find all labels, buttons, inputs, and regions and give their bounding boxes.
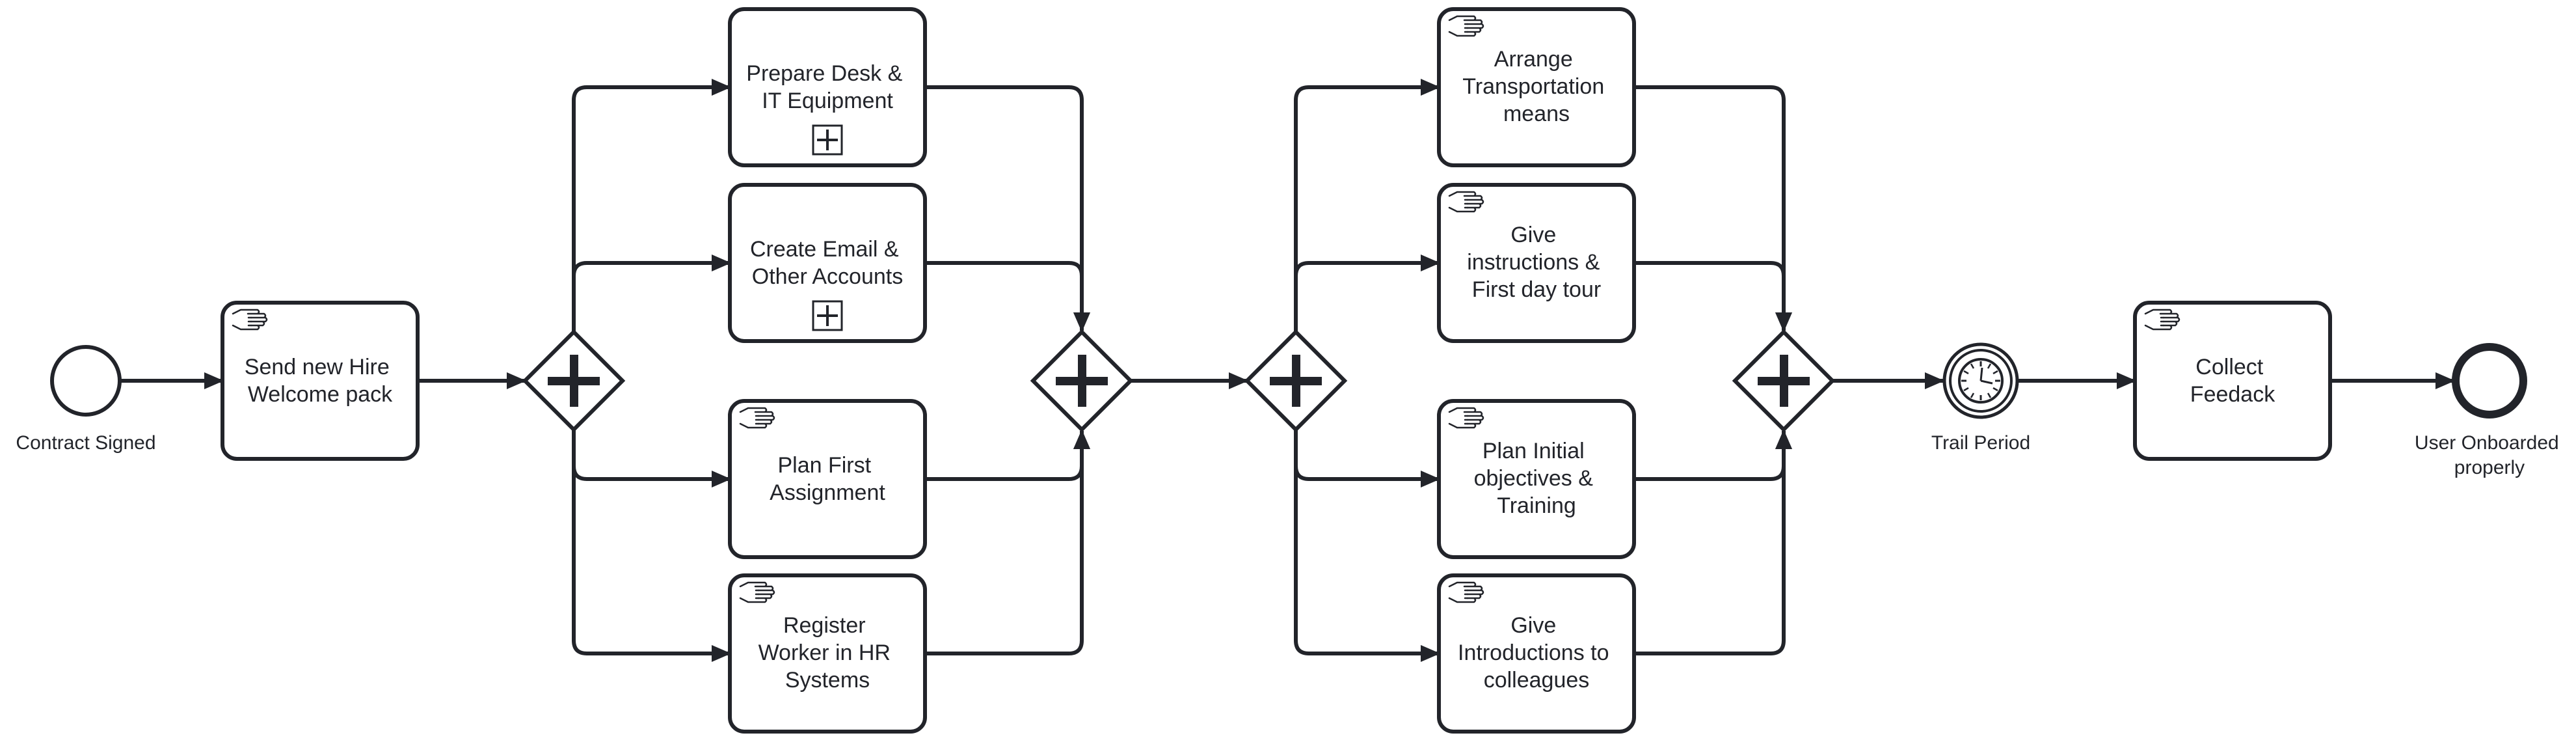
task-plan-initial-objectives[interactable]: Plan Initial objectives & Training [1437,399,1636,559]
parallel-join-gateway-2[interactable] [1732,329,1836,433]
parallel-join-gateway-1[interactable] [1030,329,1134,433]
flow-plan-assignment-to-join1 [925,430,1090,481]
parallel-split-gateway-1[interactable] [522,329,626,433]
end-event-label: User Onboarded properly [2415,432,2564,478]
task-label: Give instructions & First day tour [1467,223,1606,302]
task-label: Arrange Transportation means [1462,47,1610,126]
task-label: Collect Feedack [2190,355,2275,407]
plus-icon-bar [548,377,600,385]
end-event[interactable] [2452,343,2527,419]
timer-event[interactable] [1942,342,2019,419]
plus-icon-bar [1758,377,1810,385]
flow-split2-to-give-instructions [1294,254,1440,278]
subprocess-marker-icon [812,124,843,156]
task-arrange-transportation[interactable]: Arrange Transportation means [1437,7,1636,167]
start-event-label: Contract Signed [16,432,155,454]
flow-split2-to-arrange-transport [1294,79,1440,332]
task-give-instructions[interactable]: Give instructions & First day tour [1437,183,1636,343]
flow-split2-to-plan-objectives [1294,430,1440,488]
flow-split1-to-create-email [572,254,731,278]
task-give-introductions[interactable]: Give Introductions to colleagues [1437,573,1636,734]
plus-icon-bar [1270,377,1322,385]
flow-split2-to-give-introductions [1294,430,1440,662]
task-collect-feedback[interactable]: Collect Feedack [2133,301,2332,461]
task-label: Register Worker in HR Systems [758,613,897,693]
flow-split1-to-prepare-desk [572,79,731,332]
flow-split1-to-register-worker [572,430,731,662]
flow-arrange-transport-to-join2 [1634,85,1792,332]
task-register-worker[interactable]: Register Worker in HR Systems [728,573,927,734]
start-event[interactable] [50,345,122,417]
plus-icon-bar [1056,377,1108,385]
parallel-split-gateway-2[interactable] [1244,329,1348,433]
clock-icon [1958,358,2004,404]
task-create-email[interactable]: Create Email & Other Accounts [728,183,927,343]
flow-register-worker-to-join1 [925,430,1090,655]
task-prepare-desk[interactable]: Prepare Desk & IT Equipment [728,7,927,167]
sequence-flows [120,79,2455,662]
subprocess-marker-icon [812,300,843,331]
task-label: Give Introductions to colleagues [1458,613,1615,693]
flow-plan-objectives-to-join2 [1634,430,1792,481]
task-label: Create Email & Other Accounts [750,237,905,289]
task-label: Plan First Assignment [770,453,885,505]
flow-create-email-to-join1 [925,261,1090,332]
flow-give-instructions-to-join2 [1634,261,1792,332]
timer-event-label: Trail Period [1931,432,2030,454]
flow-prepare-desk-to-join1 [925,85,1090,332]
task-label: Send new Hire Welcome pack [245,355,396,407]
flow-split1-to-plan-assignment [572,430,731,488]
task-send-welcome-pack[interactable]: Send new Hire Welcome pack [221,301,420,461]
task-label: Prepare Desk & IT Equipment [746,61,908,113]
task-plan-first-assignment[interactable]: Plan First Assignment [728,399,927,559]
task-label: Plan Initial objectives & Training [1474,439,1600,518]
flow-give-introductions-to-join2 [1634,430,1792,655]
